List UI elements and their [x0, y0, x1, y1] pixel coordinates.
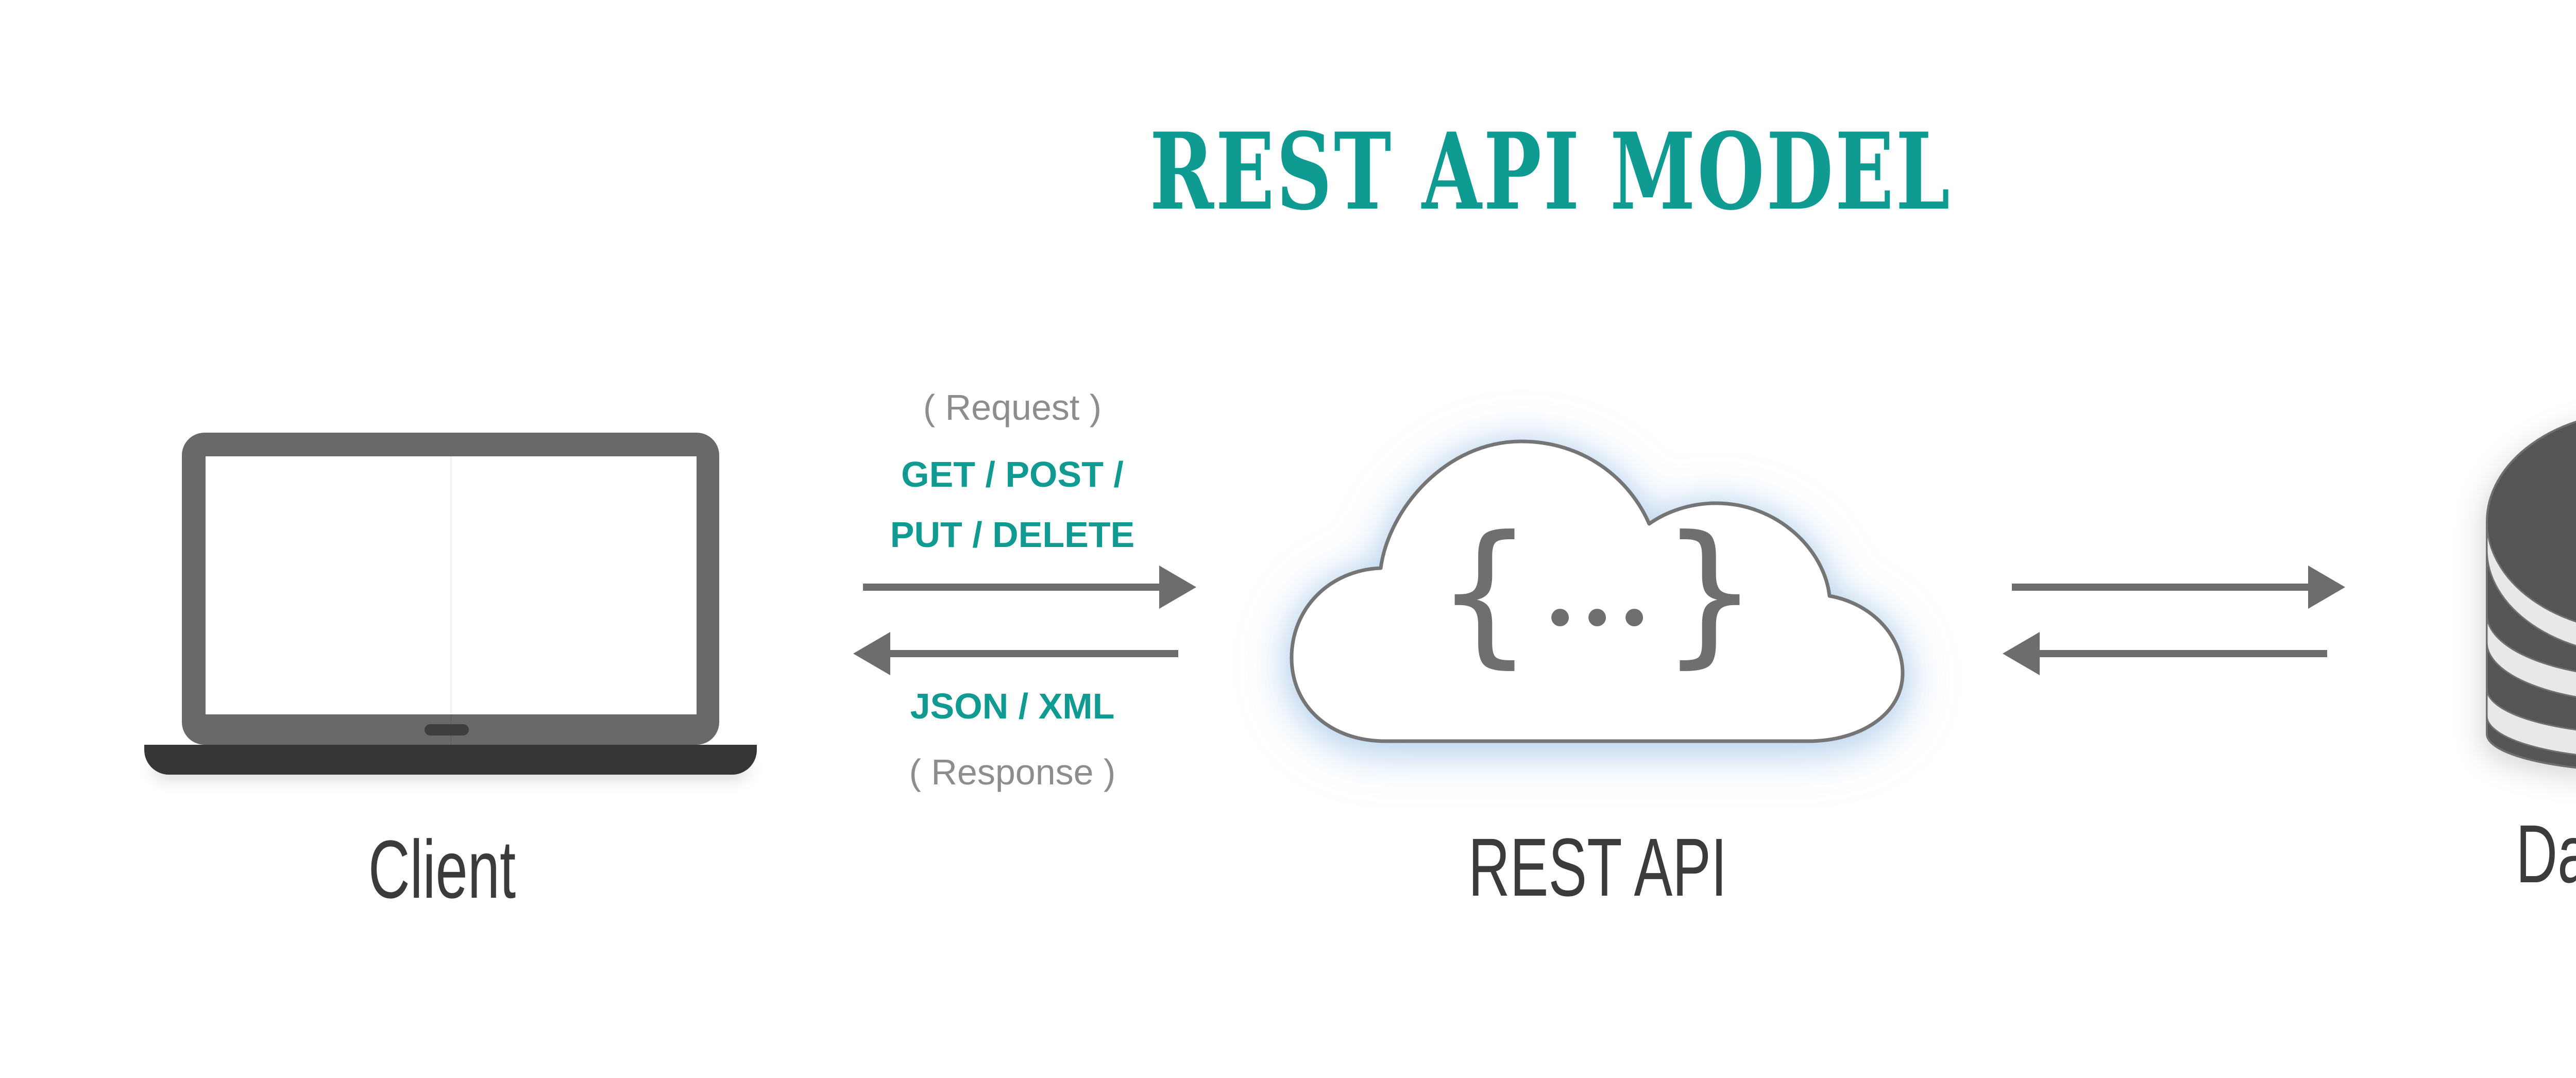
ellipsis-dot	[1551, 608, 1569, 626]
database-label: Database	[2516, 808, 2576, 900]
braces-icon: { }	[1435, 503, 1759, 682]
cloud-icon	[1285, 425, 1909, 760]
request-annotation: ( Request )	[923, 387, 1102, 427]
laptop-icon	[143, 433, 757, 775]
page-title: REST API MODEL	[1149, 110, 1952, 234]
http-methods-line1: GET / POST /	[901, 454, 1124, 494]
database-icon	[2485, 409, 2576, 773]
ellipsis-dot	[1625, 608, 1643, 626]
ellipsis-dots-icon	[1551, 608, 1643, 626]
response-arrow-icon	[853, 632, 1178, 675]
rest-api-label: REST API	[1468, 821, 1727, 913]
client-label: Client	[368, 823, 516, 915]
response-annotation: ( Response )	[909, 752, 1116, 792]
ellipsis-dot	[1588, 608, 1606, 626]
brace-open-icon: {	[1435, 503, 1534, 682]
brace-close-icon: }	[1660, 503, 1759, 682]
request-arrow-icon	[863, 566, 1196, 609]
laptop-screen-seam	[450, 456, 452, 745]
api-to-db-arrow-icon	[2012, 566, 2345, 609]
laptop-notch	[425, 724, 469, 735]
laptop-screen	[206, 456, 697, 714]
response-formats: JSON / XML	[910, 686, 1115, 726]
laptop-base	[144, 745, 757, 775]
http-methods-line2: PUT / DELETE	[890, 515, 1135, 555]
db-to-api-arrow-icon	[2003, 632, 2327, 675]
